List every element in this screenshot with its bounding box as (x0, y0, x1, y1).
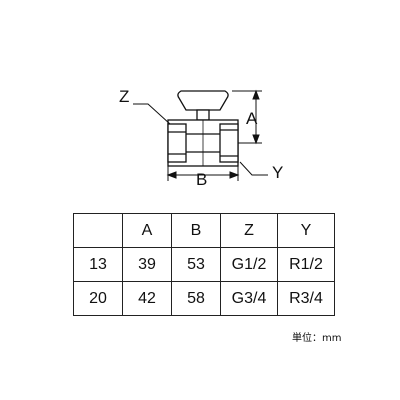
leader-z (133, 103, 171, 125)
table-header-cell (73, 213, 123, 248)
table-header-cell: Y (277, 213, 335, 248)
unit-note: 単位：mm (292, 333, 342, 344)
table-row: 20 42 58 G3/4 R3/4 (73, 281, 335, 316)
valve-drawing: Z A B Y (119, 87, 283, 189)
table-header-cell: Z (220, 213, 278, 248)
table-row: 13 39 53 G1/2 R1/2 (73, 247, 335, 282)
leader-y (239, 161, 268, 176)
table-cell: G3/4 (220, 281, 278, 316)
left-fitting (167, 123, 187, 163)
dimension-table: A B Z Y 13 39 53 G1/2 R1/2 20 42 58 G3/4… (73, 213, 335, 316)
table-cell: G1/2 (220, 247, 278, 282)
table-header-cell: B (171, 213, 221, 248)
valve-handle (177, 90, 229, 111)
label-a: A (246, 109, 258, 128)
label-z: Z (119, 87, 129, 106)
table-cell: 20 (73, 281, 123, 316)
table-cell: 53 (171, 247, 221, 282)
valve-stem (196, 109, 210, 121)
label-y: Y (272, 163, 283, 182)
table-cell: 13 (73, 247, 123, 282)
dimension-a (232, 89, 262, 145)
label-b: B (196, 170, 207, 189)
table-cell: R1/2 (277, 247, 335, 282)
table-cell: 39 (122, 247, 172, 282)
table-cell: 42 (122, 281, 172, 316)
dimension-b (166, 166, 240, 181)
table-header-cell: A (122, 213, 172, 248)
table-cell: 58 (171, 281, 221, 316)
table-cell: R3/4 (277, 281, 335, 316)
table-header-row: A B Z Y (73, 213, 335, 248)
